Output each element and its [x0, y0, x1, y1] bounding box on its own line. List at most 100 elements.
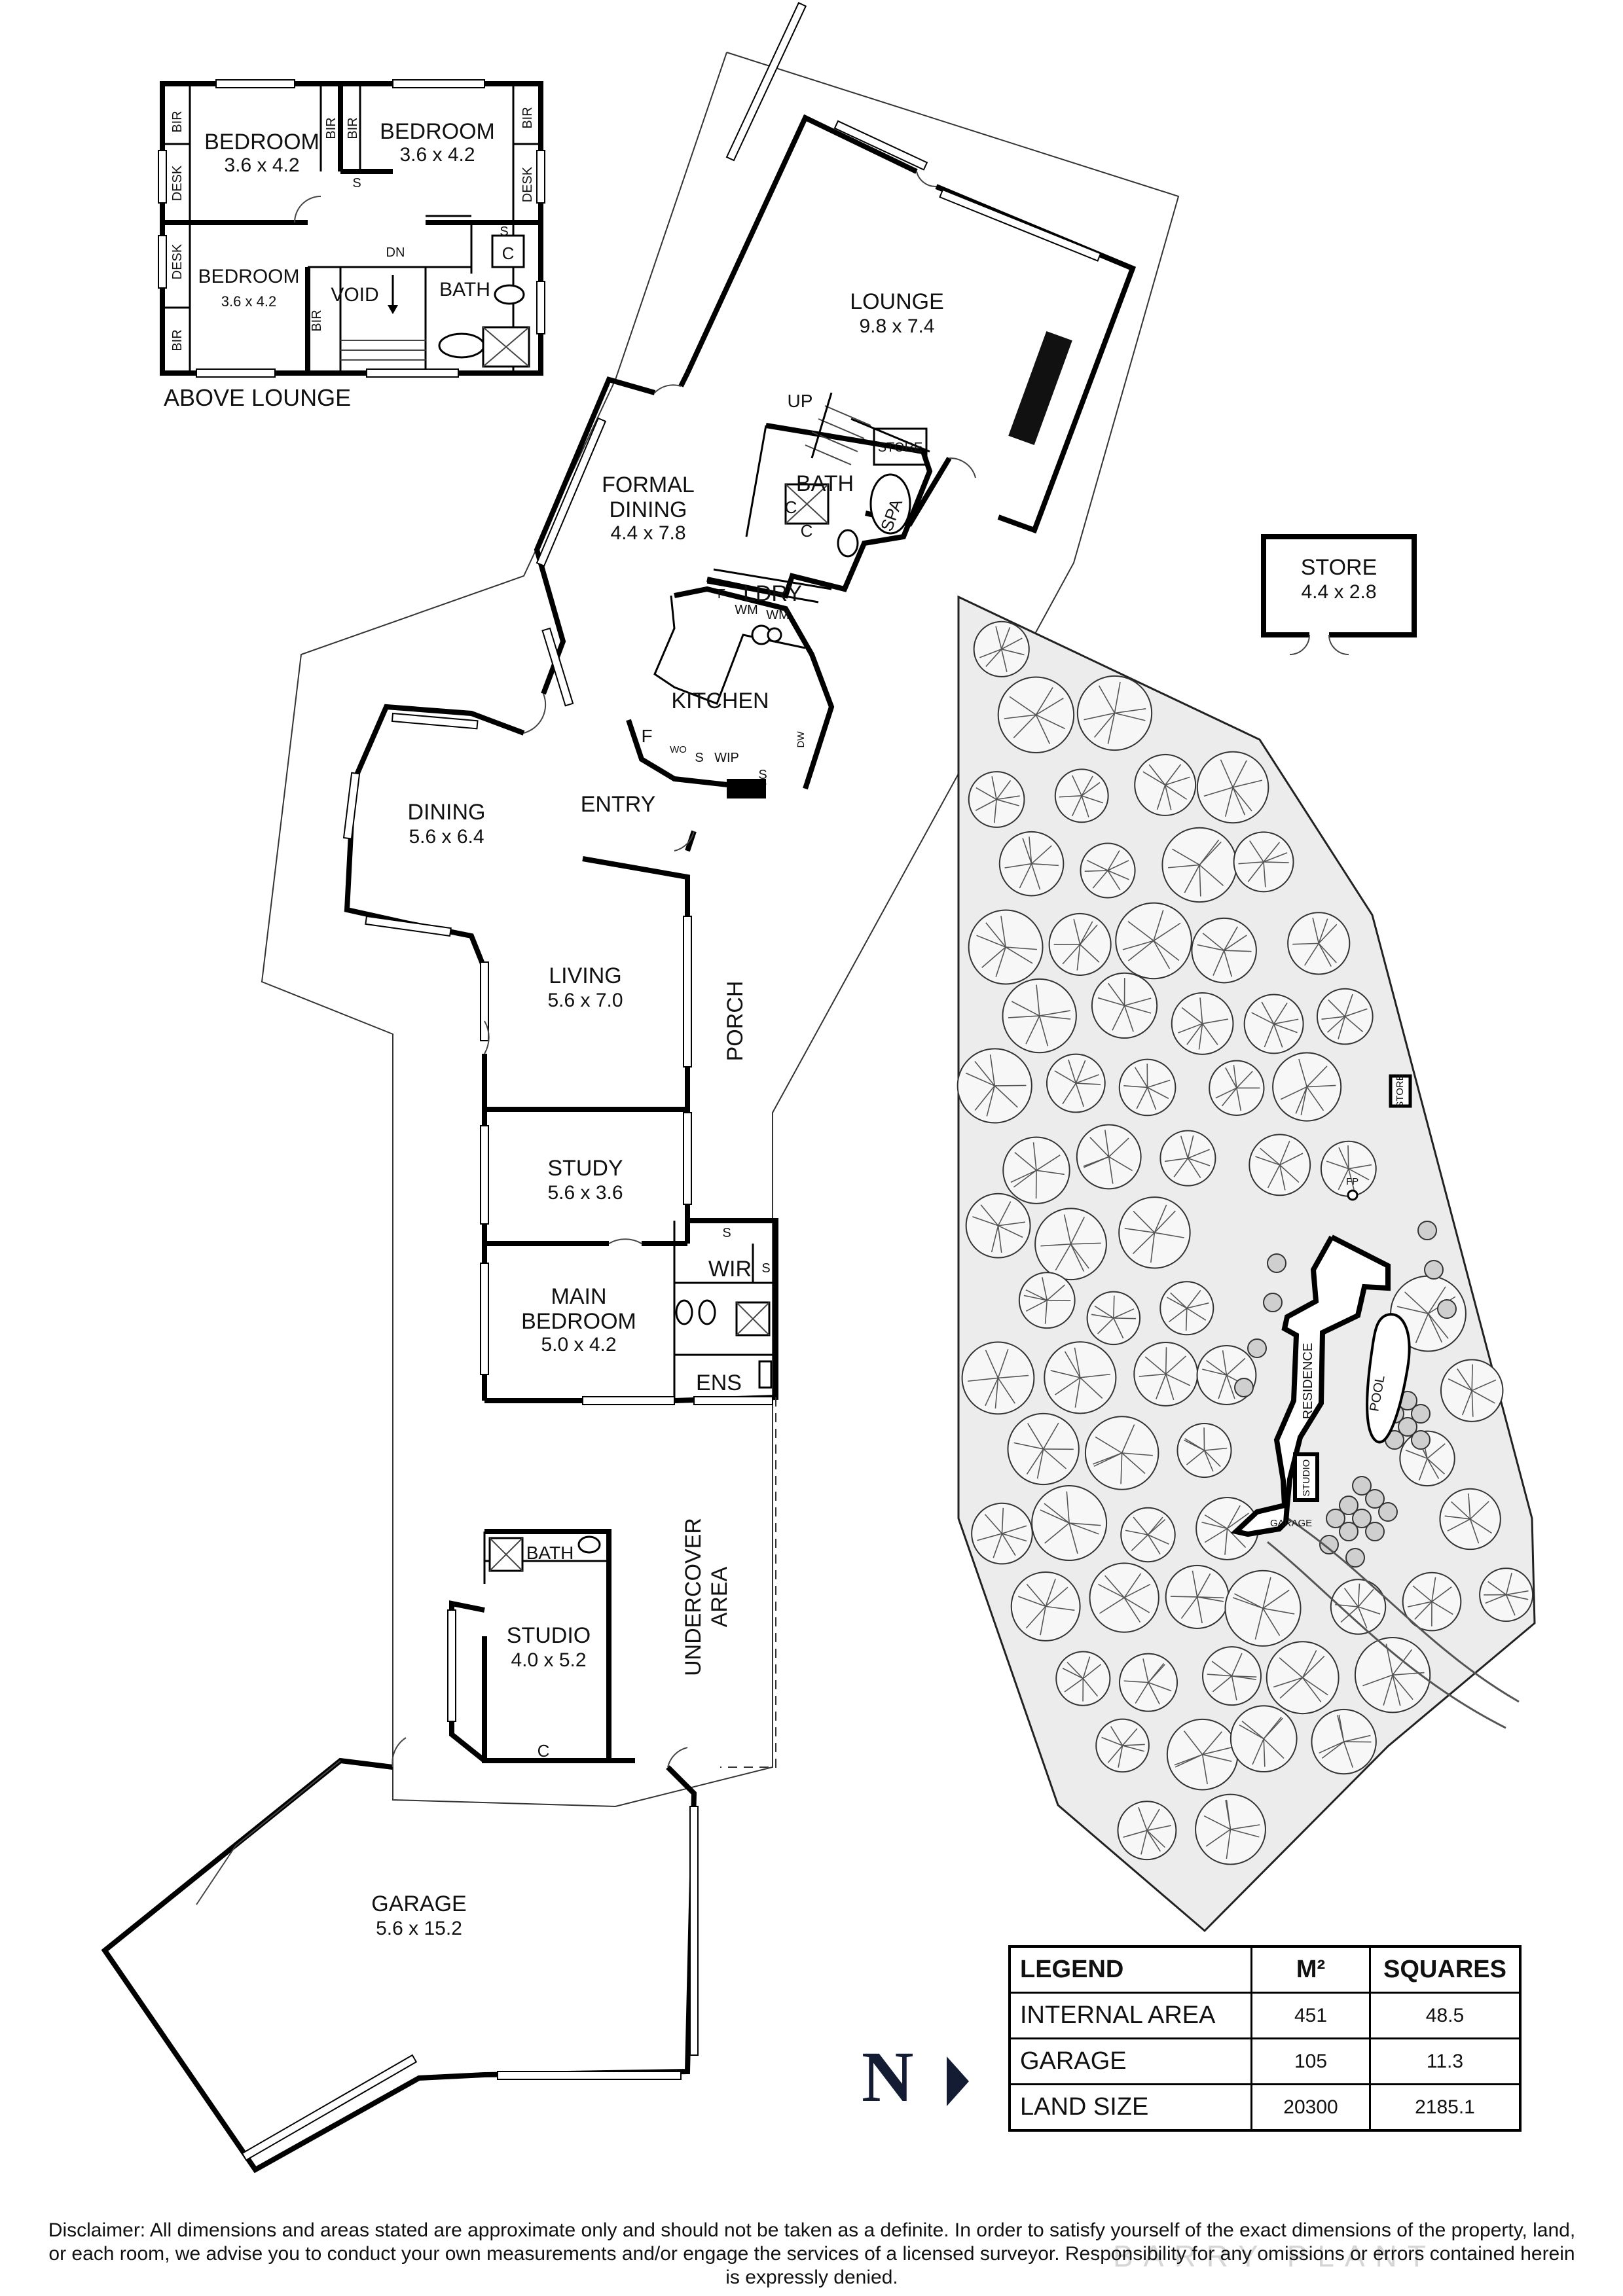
tree-icon [1095, 1718, 1150, 1773]
site-plan: FP RESIDENCE POOL GARAGE STUDIO STORE [957, 595, 1536, 1933]
legend-row-m2: 105 [1250, 2037, 1371, 2085]
legend-row-m2: 451 [1250, 1992, 1371, 2039]
tree-icon [1034, 1208, 1107, 1281]
main-bedroom-size: 5.0 x 4.2 [541, 1334, 616, 1355]
site-garage-label: GARAGE [1270, 1518, 1312, 1529]
tree-icon [1161, 827, 1237, 903]
tree-icon [1007, 1412, 1080, 1486]
tree-icon [1089, 1562, 1159, 1633]
tree-icon [1076, 1124, 1142, 1190]
tree-icon [1002, 1136, 1070, 1204]
tree-icon [1159, 1130, 1216, 1187]
shrub-icon [1411, 1430, 1431, 1450]
legend-row-squares: 11.3 [1369, 2037, 1522, 2085]
tree-icon [1076, 675, 1153, 751]
above-lounge-caption: ABOVE LOUNGE [164, 384, 351, 411]
area-label: AREA [707, 1566, 732, 1627]
kitchen-fridge-label: F [641, 726, 652, 746]
shrub-icon [1339, 1496, 1359, 1515]
study-size: 5.6 x 3.6 [547, 1182, 623, 1204]
tree-icon [961, 1341, 1035, 1415]
desk-label-3: DESK [520, 166, 535, 202]
wir-s-label-1: S [722, 1226, 731, 1240]
wm-label-2: WM [766, 608, 790, 622]
studio-name: STUDIO [507, 1623, 591, 1648]
tree-icon [1031, 1485, 1108, 1562]
tree-icon [998, 831, 1065, 897]
up-label: UP [788, 391, 813, 411]
disclaimer-text: Disclaimer: All dimensions and areas sta… [48, 2219, 1576, 2288]
tree-icon [957, 1048, 1032, 1124]
ground-floor-windows [241, 2, 1102, 2161]
bir-label-1: BIR [170, 111, 185, 132]
legend-row-label: LAND SIZE [1008, 2083, 1252, 2132]
upper-s-label-2: S [500, 224, 508, 239]
tree-icon [1266, 1641, 1340, 1715]
bir-label-2: BIR [170, 329, 185, 351]
shrub-icon [1234, 1378, 1254, 1397]
legend-row-squares: 48.5 [1369, 1992, 1522, 2039]
dining-name: DINING [408, 800, 486, 825]
legend-header-squares: SQUARES [1369, 1945, 1522, 1994]
living-size: 5.6 x 7.0 [547, 990, 623, 1011]
site-store-label: STORE [1395, 1074, 1406, 1107]
legend-row-label: GARAGE [1008, 2037, 1252, 2085]
residence-footprint [1230, 1234, 1391, 1537]
ground-floor-outline [261, 52, 1180, 1808]
shrub-icon [1319, 1535, 1339, 1554]
tree-icon [1354, 1636, 1431, 1713]
upper-bedroom-3-name: BEDROOM [198, 266, 299, 287]
upper-s-label: S [352, 176, 361, 190]
shrub-icon [1378, 1502, 1398, 1522]
legend-row: INTERNAL AREA 451 48.5 [1008, 1992, 1522, 2039]
wm-label-1: WM [735, 603, 758, 617]
legend-row-squares: 2185.1 [1369, 2083, 1522, 2132]
tree-icon [1272, 1052, 1342, 1122]
main-bedroom-name-1: MAIN [551, 1284, 607, 1309]
tree-icon [1054, 768, 1109, 823]
upper-bath-label: BATH [439, 279, 490, 300]
store-label: STORE [878, 440, 923, 455]
ground-floor-fixtures [392, 171, 1072, 1768]
tree-icon [1233, 831, 1294, 893]
tree-icon [1171, 992, 1234, 1055]
upper-bedroom-1-size: 3.6 x 4.2 [224, 154, 299, 176]
tree-icon [1439, 1488, 1501, 1551]
legend-row: LAND SIZE 20300 2185.1 [1008, 2083, 1522, 2132]
tree-icon [1002, 978, 1077, 1054]
tree-icon [1440, 1359, 1504, 1422]
tree-icon [1055, 1651, 1111, 1706]
shrub-icon [1339, 1522, 1359, 1541]
dn-label: DN [386, 245, 405, 260]
legend-row: GARAGE 105 11.3 [1008, 2037, 1522, 2085]
dining-size: 5.6 x 6.4 [409, 826, 484, 848]
tree-icon [1091, 972, 1158, 1039]
residence-label: RESIDENCE [1301, 1343, 1315, 1420]
garage-name: GARAGE [371, 1892, 466, 1916]
tree-icon [1018, 1272, 1076, 1329]
tree-icon [971, 1502, 1033, 1565]
tree-icon [968, 909, 1044, 985]
north-letter: N [862, 2037, 914, 2117]
tree-icon [1191, 917, 1257, 984]
tree-icon [1224, 1570, 1302, 1647]
tree-icon [1195, 1793, 1266, 1865]
tree-icon [1479, 1568, 1534, 1623]
tree-icon [1117, 1801, 1177, 1861]
tree-icon [1115, 902, 1192, 980]
tree-icon [1048, 912, 1112, 977]
desk-label-1: DESK [170, 165, 185, 201]
tree-icon [973, 620, 1030, 677]
study-name: STUDY [547, 1156, 623, 1181]
tree-icon [1316, 988, 1374, 1045]
shrub-icon [1411, 1404, 1431, 1424]
tree-icon [1202, 1646, 1262, 1706]
tree-icon [1249, 1134, 1311, 1196]
tree-icon [1159, 1281, 1214, 1336]
bir-label-4: BIR [346, 117, 360, 139]
site-fp-label: FP [1346, 1176, 1359, 1187]
shrub-icon [1365, 1489, 1385, 1509]
legend-header-label: LEGEND [1008, 1945, 1252, 1994]
upper-bedroom-2-name: BEDROOM [380, 119, 495, 144]
legend-header-m2: M² [1250, 1945, 1371, 1994]
